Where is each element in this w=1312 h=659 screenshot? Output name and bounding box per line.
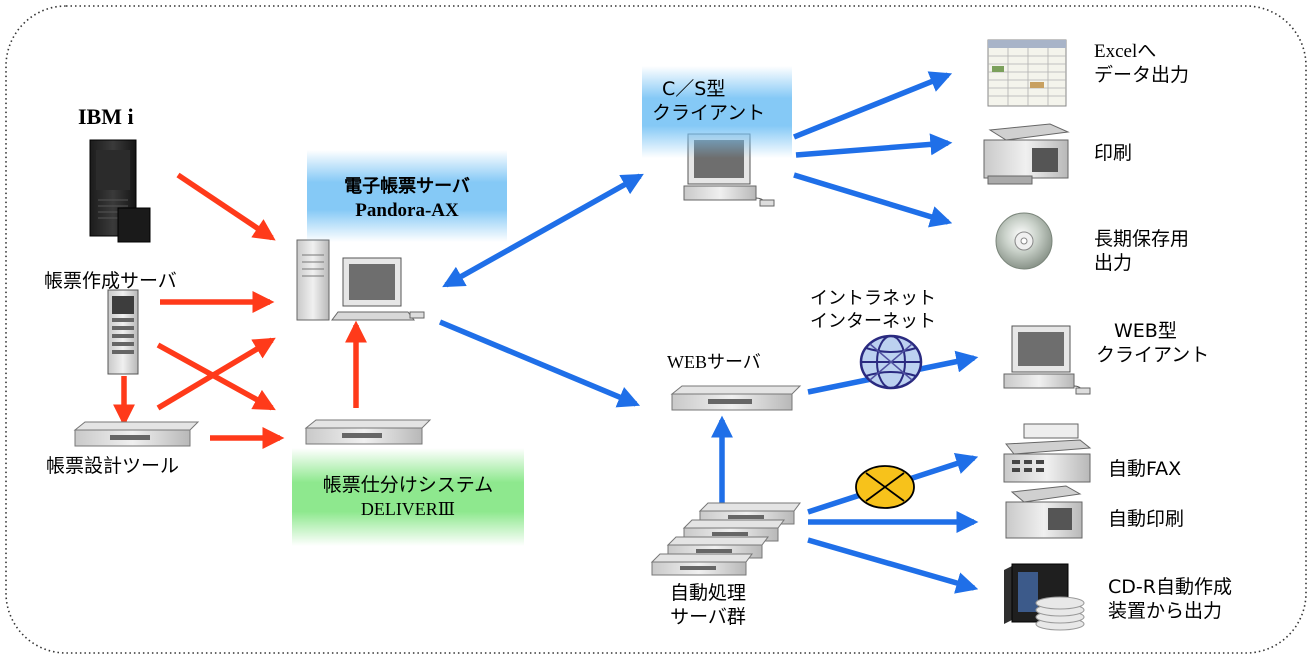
excel-output-label: Excelへ データ出力: [1094, 40, 1189, 88]
web-client-type: WEB型: [1114, 320, 1177, 342]
cs-client-label: C／S型 クライアント: [652, 78, 765, 126]
web-client-name: クライアント: [1096, 343, 1210, 366]
print-label: 印刷: [1094, 142, 1133, 164]
archive-output-line2: 出力: [1094, 251, 1133, 274]
network-label: イントラネット インターネット: [810, 288, 936, 333]
excel-output-line2: データ出力: [1094, 63, 1190, 86]
ibm-i-server-icon: [89, 139, 151, 243]
arrow-cs-to-print: [795, 133, 953, 158]
auto-print-printer-icon: [1005, 485, 1083, 539]
auto-servers-line1: 自動処理: [669, 582, 746, 604]
cdr-publisher-icon: [1004, 563, 1085, 631]
auto-fax-label: 自動FAX: [1108, 458, 1182, 480]
intranet-label: イントラネット: [810, 288, 936, 309]
eform-server-highlight: [307, 150, 507, 242]
frame-border: [5, 5, 1307, 654]
network-globe-icon: [859, 334, 923, 390]
sorting-system-product: DELIVERⅢ: [360, 498, 456, 519]
arrow-eform-cs-bidirectional: [442, 173, 644, 288]
form-creation-server-icon: [107, 289, 139, 375]
arrow-cs-to-excel: [792, 71, 953, 140]
auto-print-label: 自動印刷: [1108, 508, 1185, 530]
arrow-tool-to-eform: [156, 337, 276, 411]
auto-servers-label: 自動処理 サーバ群: [658, 582, 758, 630]
optical-disc-icon: [995, 212, 1053, 270]
archive-output-label: 長期保存用 出力: [1094, 228, 1189, 276]
internet-label: インターネット: [810, 310, 936, 332]
form-creation-server-label: 帳票作成サーバ: [44, 270, 177, 292]
arrow-ibmi-to-eform: [176, 172, 276, 241]
excel-spreadsheet-icon: [987, 39, 1067, 107]
sorting-system-device-icon: [304, 419, 432, 445]
web-server-label: WEBサーバ: [667, 352, 761, 372]
auto-server-group-icon: [650, 502, 801, 576]
red-arrows: [113, 172, 367, 449]
form-design-tool-label: 帳票設計ツール: [46, 455, 180, 477]
archive-output-line1: 長期保存用: [1094, 228, 1190, 250]
excel-output-line1: Excelへ: [1094, 41, 1157, 62]
form-design-tool-device-icon: [73, 421, 200, 447]
arrow-auto-to-cdr: [807, 537, 979, 594]
sorting-system-label: 帳票仕分けシステム DELIVERⅢ: [292, 474, 524, 520]
web-client-label: WEB型 クライアント: [1096, 320, 1209, 368]
eform-server-name: 電子帳票サーバ: [344, 176, 470, 197]
sorting-system-name: 帳票仕分けシステム: [322, 474, 494, 496]
fax-machine-icon: [1003, 423, 1092, 483]
ibm-i-label: IBM i: [78, 104, 134, 129]
auto-servers-line2: サーバ群: [670, 605, 746, 628]
blue-arrows: [438, 71, 979, 594]
cdr-output-line1: CD-R自動作成: [1108, 576, 1232, 598]
fax-switch-icon: [855, 465, 915, 509]
eform-server-product: Pandora-AX: [355, 199, 459, 221]
arrow-eform-to-web: [438, 319, 641, 408]
cs-client-type: C／S型: [662, 78, 726, 100]
printer-icon: [983, 123, 1070, 185]
web-client-computer-icon: [1003, 325, 1091, 395]
eform-server-label: 電子帳票サーバ Pandora-AX: [307, 176, 507, 222]
web-server-device-icon: [670, 385, 802, 411]
cdr-output-line2: 装置から出力: [1108, 599, 1223, 622]
cs-client-name: クライアント: [652, 101, 766, 124]
cdr-output-label: CD-R自動作成 装置から出力: [1108, 576, 1232, 624]
sorting-system-highlight: [292, 448, 524, 546]
arrow-cs-to-archive: [793, 172, 953, 228]
eform-server-computer-icon: [296, 239, 425, 321]
cs-client-highlight: [642, 66, 792, 158]
